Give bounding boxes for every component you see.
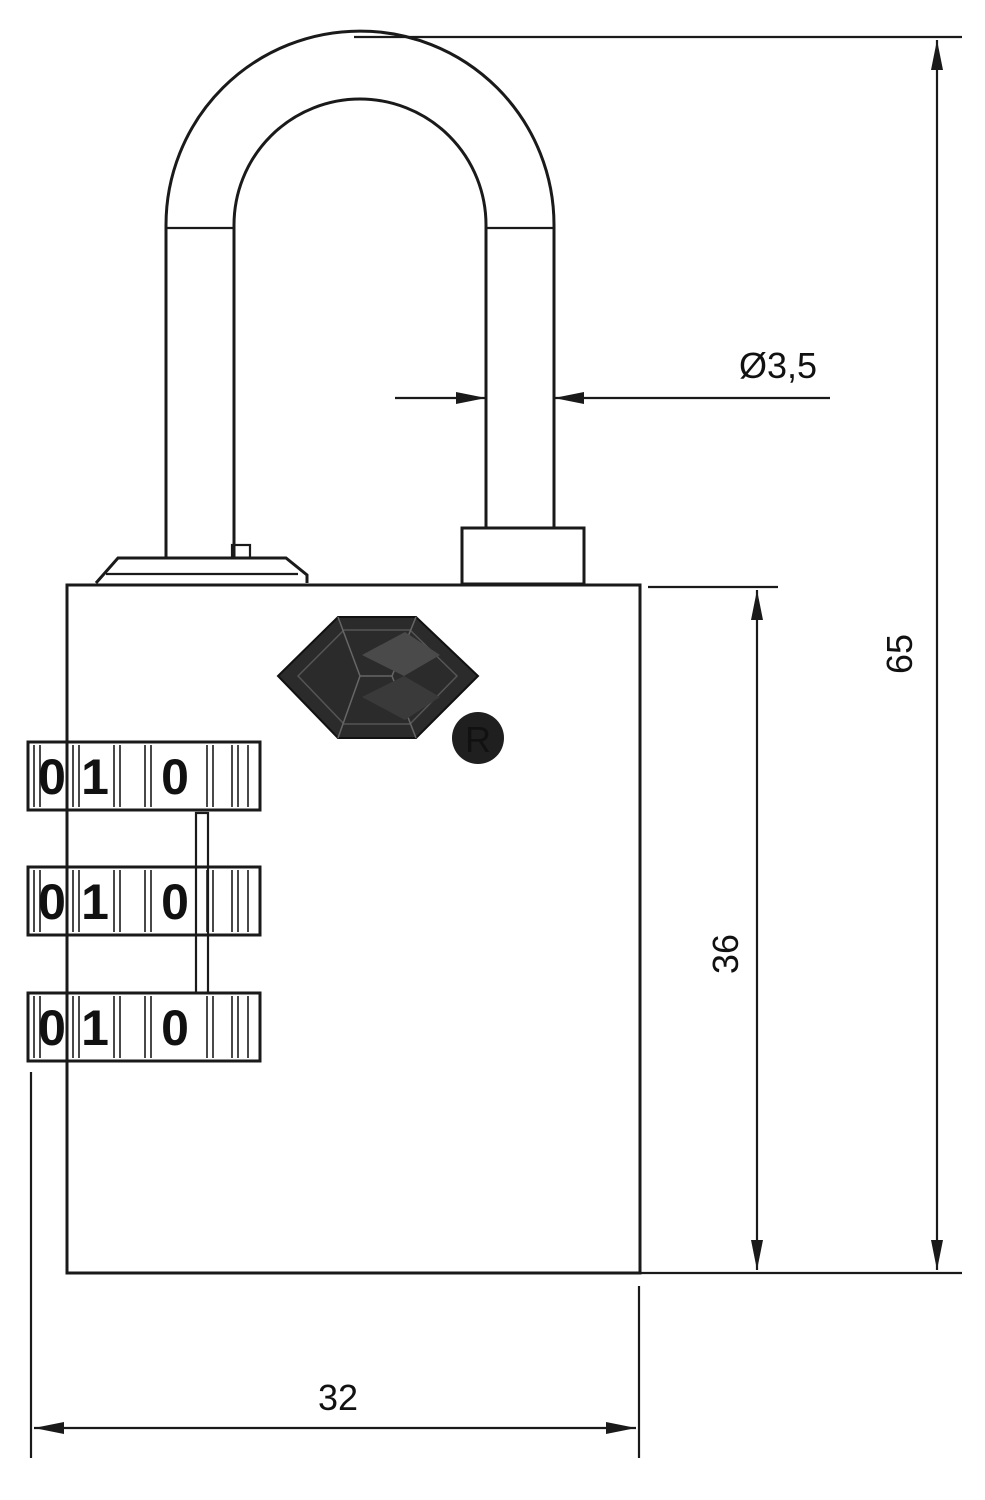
registered-letter: R <box>465 719 491 760</box>
dim-body-height: 36 <box>648 585 778 1270</box>
diamond-logo-icon <box>276 616 480 739</box>
dial-digit: 0 <box>161 1000 189 1056</box>
dial-digit: 1 <box>81 1000 109 1056</box>
dim-body-width: 32 <box>29 1072 641 1458</box>
shackle-collar <box>94 543 309 584</box>
dim-total-height-label: 65 <box>879 634 920 674</box>
dim-body-width-label: 32 <box>318 1377 358 1418</box>
dim-shackle-diameter: Ø3,5 <box>395 345 830 404</box>
dial-frame <box>26 740 262 812</box>
dial-digit: 0 <box>161 874 189 930</box>
dial-digit: 0 <box>38 874 66 930</box>
dial-digit: 0 <box>161 749 189 805</box>
lock-body <box>65 583 642 1275</box>
registered-icon: R <box>452 712 504 764</box>
dial-digit: 0 <box>38 749 66 805</box>
shackle <box>164 29 556 558</box>
dial-frame <box>26 865 262 937</box>
dim-total-height: 65 <box>354 35 962 1275</box>
dim-body-height-label: 36 <box>705 934 746 974</box>
shackle-socket <box>460 526 586 586</box>
dim-shackle-diameter-label: Ø3,5 <box>739 345 817 386</box>
dial-digit: 1 <box>81 874 109 930</box>
dial-digit: 0 <box>38 1000 66 1056</box>
dial-digit: 1 <box>81 749 109 805</box>
dial-frame <box>26 991 262 1063</box>
